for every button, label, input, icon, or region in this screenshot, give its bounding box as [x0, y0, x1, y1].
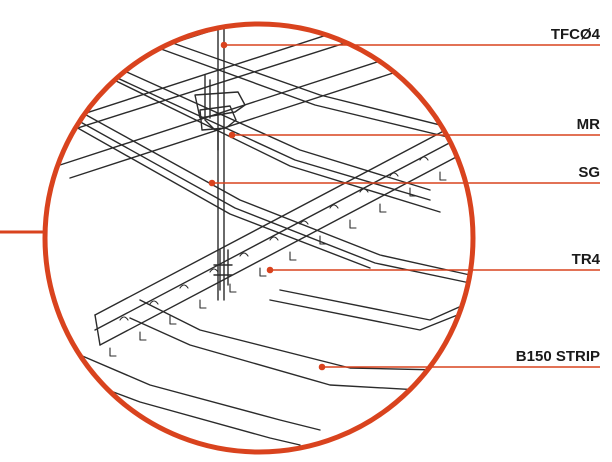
label-sg: SG — [578, 164, 600, 181]
label-mr: MR — [577, 116, 600, 133]
label-tr4: TR4 — [572, 251, 601, 268]
back-rails — [49, 34, 471, 284]
tr4-carrier — [94, 124, 461, 357]
magnifier-circle — [42, 21, 476, 455]
magnified-detail — [45, 24, 473, 446]
label-strip: B150 STRIP — [516, 348, 600, 365]
leader-lines — [208, 41, 600, 371]
label-tfc: TFCØ4 — [551, 26, 601, 43]
mr-clip — [194, 74, 246, 151]
